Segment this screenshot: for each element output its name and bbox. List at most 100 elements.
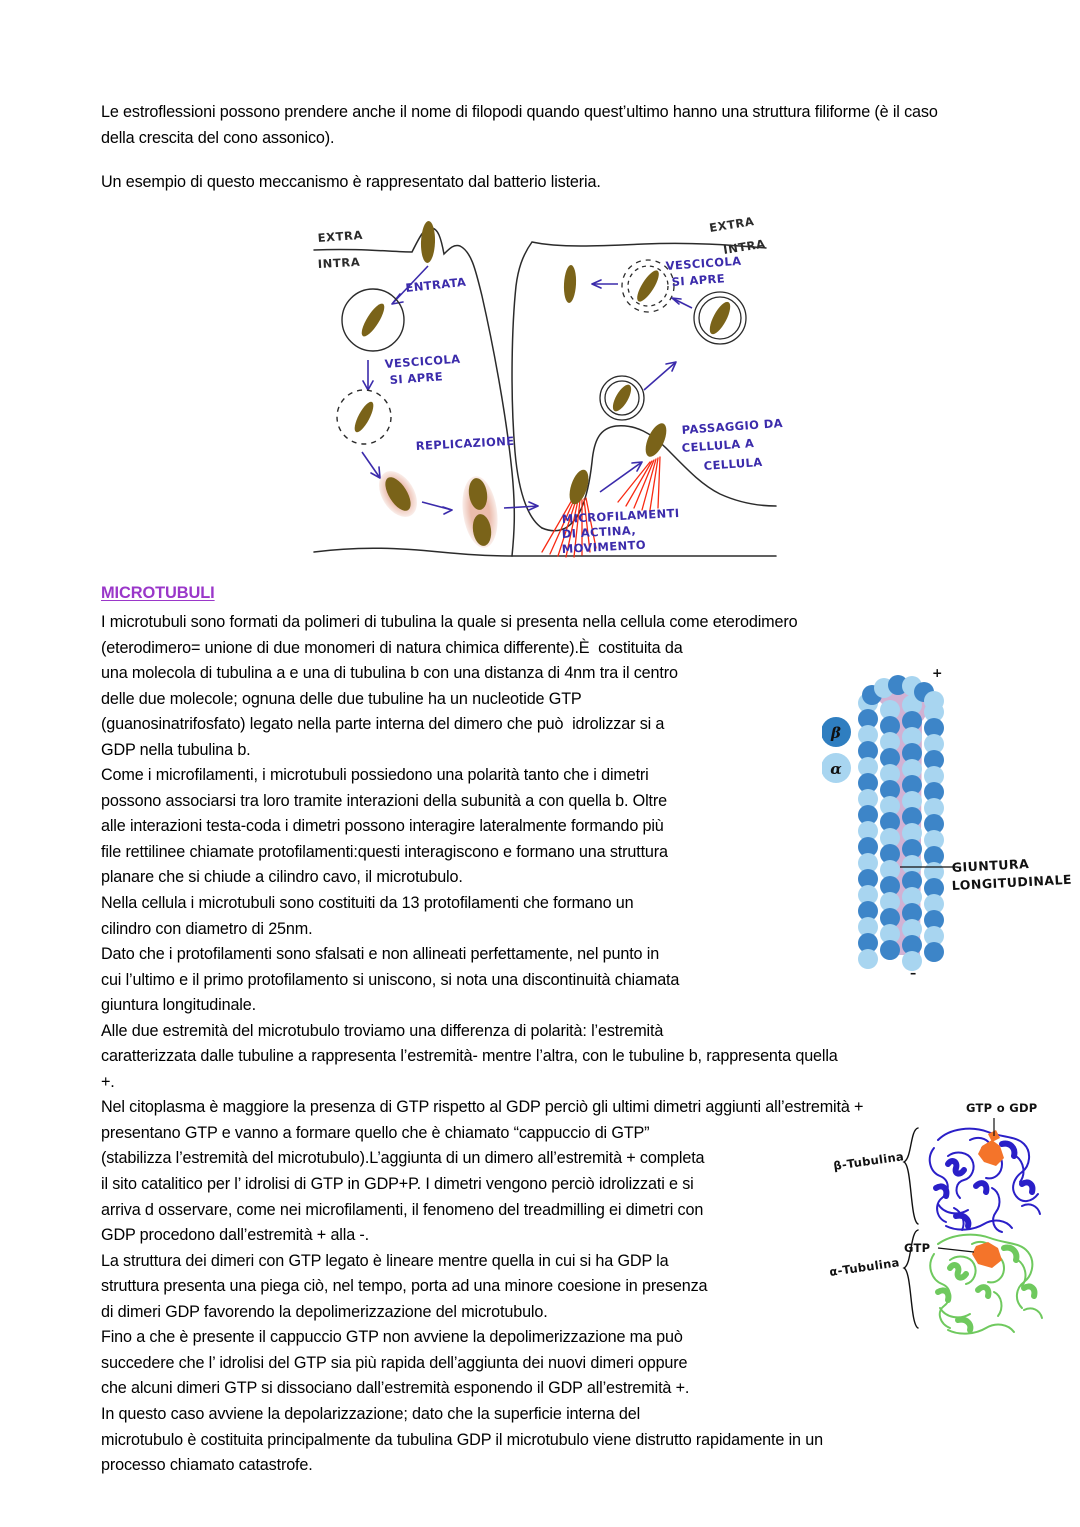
label-alpha-subunit: α [830, 760, 842, 778]
tubulin-bead [880, 812, 900, 832]
tubulin-bead [858, 853, 878, 873]
tubulin-bead [880, 892, 900, 912]
label-intra-left: INTRA [317, 255, 360, 271]
tubulin-bead [880, 796, 900, 816]
tubulin-bead [880, 764, 900, 784]
tubulin-bead [858, 949, 878, 969]
beta-tubulin-helices [933, 1140, 1036, 1229]
arrow-to-protrusion [599, 461, 643, 493]
tubulin-bead [902, 743, 922, 763]
alpha-tubulin-ribbon [929, 1233, 1043, 1335]
label-microfilamenti-3: MOVIMENTO [561, 538, 646, 556]
tubulin-bead [858, 709, 878, 729]
tubulin-bead [858, 821, 878, 841]
gtp-leader-line [937, 1247, 975, 1253]
tubulin-bead [858, 805, 878, 825]
tubulin-bead [924, 734, 944, 754]
tubulin-bead [902, 951, 922, 971]
tubulin-bead [858, 901, 878, 921]
tubulin-bead [902, 871, 922, 891]
tubulin-bead [902, 887, 922, 907]
vesicle-dashed-left [336, 389, 392, 445]
label-passaggio-1: PASSAGGIO DA [681, 416, 783, 437]
tubulin-bead [924, 798, 944, 818]
tubulin-bead [902, 711, 922, 731]
label-giuntura-1: GIUNTURA [951, 856, 1029, 875]
tubulin-bead [924, 910, 944, 930]
listeria-infection-figure: EXTRA INTRA EXTRA INTRA ENTRATA [300, 212, 790, 572]
tubulin-bead [858, 917, 878, 937]
arrow-to-replication [361, 451, 381, 479]
tubulin-bead [902, 839, 922, 859]
tubulin-bead [902, 791, 922, 811]
label-passaggio-3: CELLULA [703, 455, 763, 473]
vesicle-double-right [693, 291, 747, 345]
microtubule-figure: + – β α GIUNTURA LONGITUDINALE [821, 655, 1080, 995]
tubulin-bead [902, 903, 922, 923]
vesicle-dashed-right [621, 259, 675, 313]
label-replicazione: REPLICAZIONE [415, 434, 514, 453]
tubulin-bead [858, 789, 878, 809]
tubulin-bead [924, 766, 944, 786]
tubulin-bead [880, 828, 900, 848]
tubulin-bead [880, 716, 900, 736]
alpha-tubulin-helices [935, 1244, 1038, 1333]
legend-beta-subunit: β [821, 717, 851, 747]
arrow-vesicola-apre-left [362, 360, 374, 391]
label-extra-right: EXTRA [708, 214, 755, 235]
gtp-nucleotide-alpha [972, 1242, 1002, 1268]
label-intra-right: INTRA [722, 236, 766, 256]
label-alpha-tubulina: α-Tubulina [828, 1255, 900, 1279]
tubulin-bead [924, 942, 944, 962]
legend-alpha-subunit: α [821, 753, 851, 783]
label-passaggio-2: CELLULA A [681, 436, 754, 455]
tubulin-bead [924, 782, 944, 802]
label-vescicola-apre-left-2: SI APRE [389, 369, 443, 387]
arrow-protrusion-to-vesicle [643, 361, 677, 391]
arrow-replication-2 [503, 501, 539, 511]
tubulin-bead [924, 926, 944, 946]
tubulin-bead [880, 924, 900, 944]
tubulin-bead [902, 775, 922, 795]
tubulin-bead [924, 814, 944, 834]
tubulin-bead [902, 759, 922, 779]
tubulin-bead [902, 695, 922, 715]
left-cell-membrane [313, 227, 516, 557]
tubulin-bead [902, 919, 922, 939]
intro-paragraph-listeria: Un esempio di questo meccanismo è rappre… [101, 173, 601, 191]
bacterium-replicating-1 [379, 471, 417, 517]
tubulin-bead [880, 844, 900, 864]
bacterium-with-actin-tail [541, 469, 597, 558]
page-section-heading-microtubuli: MICROTUBULI [101, 584, 215, 602]
tubulin-bead [858, 741, 878, 761]
label-beta-tubulina: β-Tubulina [832, 1149, 904, 1173]
tubulin-bead [902, 935, 922, 955]
tubulin-subunit-beads [858, 675, 944, 971]
tubulin-bead [858, 933, 878, 953]
label-vescicola-apre-right-2: SI APRE [671, 271, 725, 289]
vesicle-double-lower-right [599, 375, 645, 421]
beta-tubulin-brace [902, 1127, 919, 1225]
label-vescicola-apre-right-1: VESCICOLA [665, 254, 742, 273]
cell-to-cell-protrusion [617, 423, 667, 511]
tubulin-bead [924, 750, 944, 770]
tubulin-bead [858, 885, 878, 905]
tubulin-bead [880, 860, 900, 880]
tubulin-bead [902, 855, 922, 875]
tubulin-bead [902, 823, 922, 843]
label-beta-subunit: β [830, 724, 841, 742]
tubulin-bead [858, 725, 878, 745]
arrow-vesicle-open-right [591, 279, 618, 289]
tubulin-bead [902, 807, 922, 827]
tubulin-bead [924, 718, 944, 738]
label-plus-end: + [932, 665, 943, 680]
label-gtp-o-gdp: GTP o GDP [966, 1101, 1038, 1115]
bacterium-free-right [563, 265, 577, 303]
label-extra-left: EXTRA [317, 228, 363, 245]
tubulin-bead-rim [924, 691, 944, 711]
tubulin-bead [902, 727, 922, 747]
label-minus-end: – [910, 965, 917, 980]
label-vescicola-apre-left-1: VESCICOLA [384, 352, 461, 371]
section-body-text: I microtubuli sono formati da polimeri d… [101, 613, 864, 1475]
